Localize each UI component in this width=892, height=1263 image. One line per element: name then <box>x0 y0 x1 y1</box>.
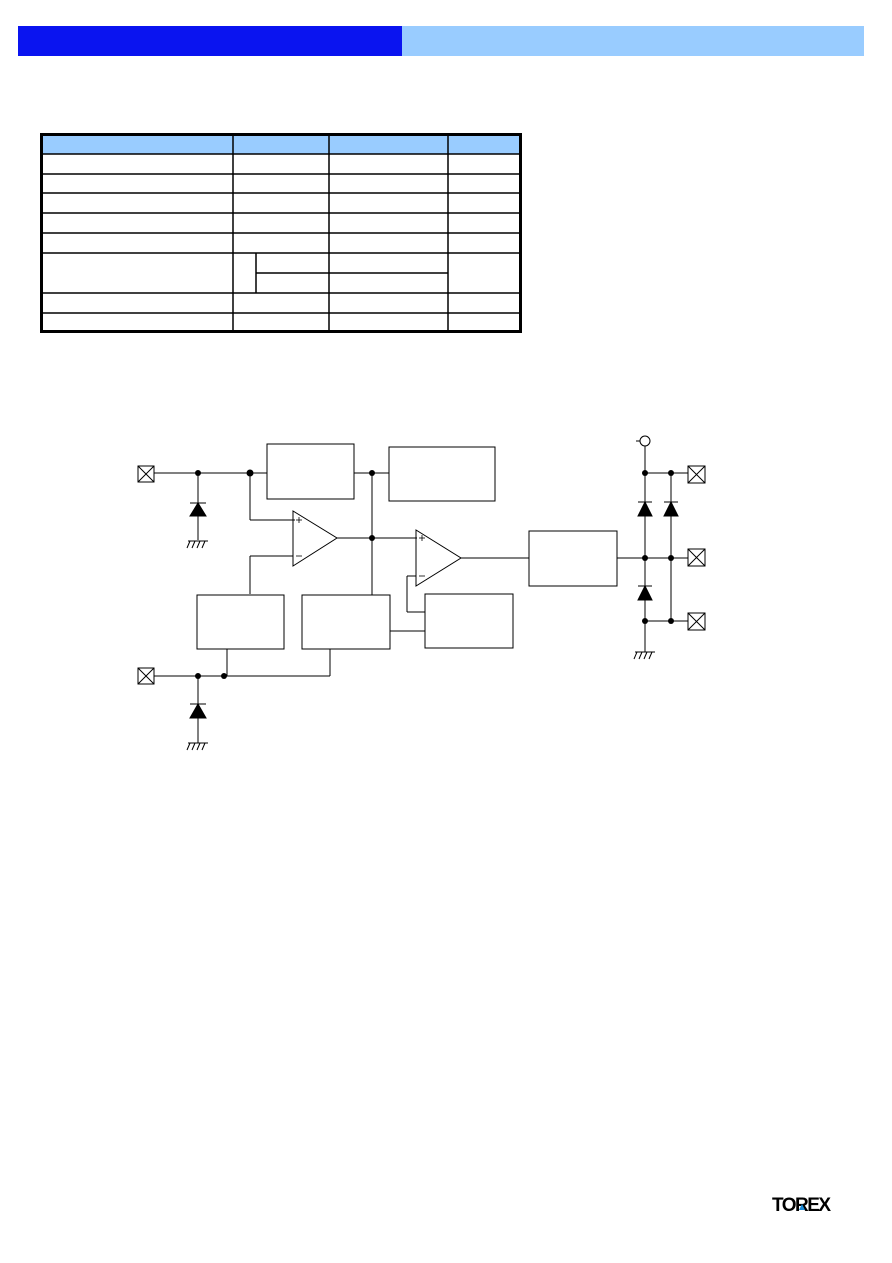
comparator-icon <box>415 529 462 587</box>
comparator-icon <box>292 510 338 567</box>
ground-icon <box>633 651 655 660</box>
pin-terminal-vin <box>137 465 155 483</box>
block-box <box>424 593 514 649</box>
protection-diode-icon <box>637 500 653 517</box>
header-bar-light <box>402 26 864 56</box>
pin-terminal-out2 <box>687 548 706 567</box>
ground-icon <box>186 742 208 751</box>
block-box <box>266 443 355 500</box>
table-outer-border <box>40 133 522 333</box>
junction-dots <box>195 469 674 679</box>
torex-logo: TOREX <box>772 1193 846 1216</box>
block-box <box>528 530 618 587</box>
block-box <box>388 446 496 502</box>
header-bar-dark <box>18 26 402 56</box>
block-box <box>196 594 285 650</box>
ground-icon <box>186 540 208 549</box>
pin-terminal-ce <box>137 667 155 685</box>
protection-diode-icon <box>663 500 679 517</box>
table-header-row <box>42 135 520 154</box>
protection-diode-icon <box>189 502 207 517</box>
block-box <box>301 594 391 650</box>
pin-terminal-out3 <box>687 612 706 631</box>
supply-terminal-icon <box>639 435 651 447</box>
absolute-maximum-ratings-table <box>40 133 522 333</box>
pin-terminal-out1 <box>687 465 706 484</box>
protection-diode-icon <box>637 584 653 601</box>
protection-diode-icon <box>189 702 207 719</box>
